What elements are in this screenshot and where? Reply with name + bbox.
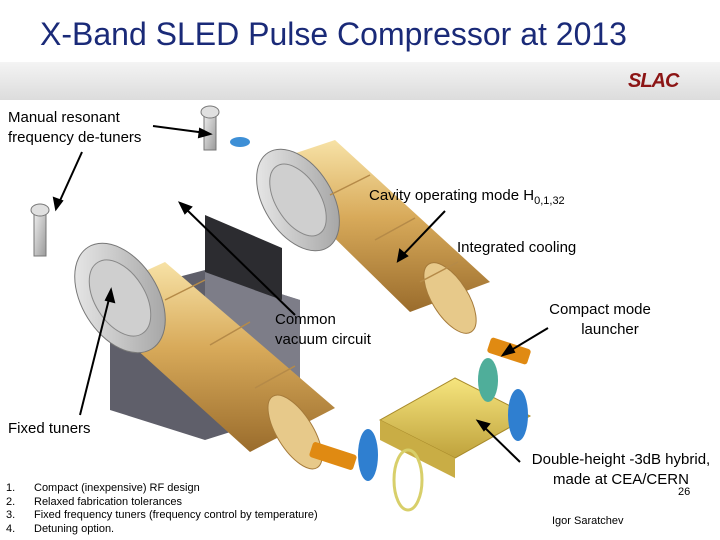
label-detuners: Manual resonant frequency de-tuners (8, 109, 142, 146)
cavity-back (256, 140, 531, 365)
cavity-front (74, 242, 357, 470)
slide-title: X-Band SLED Pulse Compressor at 2013 (40, 16, 627, 52)
page-number: 26 (678, 486, 691, 498)
note-item: 3.Fixed frequency tuners (frequency cont… (6, 509, 318, 521)
label-hybrid: Double-height -3dB hybrid, made at CEA/C… (531, 451, 711, 488)
note-item: 1.Compact (inexpensive) RF design (6, 482, 200, 494)
note-item: 2.Relaxed fabrication tolerances (6, 495, 182, 508)
callout-arrows (52, 125, 549, 463)
label-vacuum-circuit: Common vacuum circuit (275, 311, 371, 348)
slac-logo: SLAC (628, 70, 679, 92)
label-fixed-tuners: Fixed tuners (8, 420, 91, 437)
label-mode-launcher: Compact mode launcher (549, 301, 651, 338)
label-cooling: Integrated cooling (457, 239, 577, 256)
author-name: Igor Saratchev (552, 515, 624, 527)
label-cavity-mode: Cavity operating mode H0,1,32 (369, 187, 565, 207)
header-band (0, 62, 720, 100)
note-item: 4.Detuning option. (6, 522, 115, 535)
notes-list: 1.Compact (inexpensive) RF design 2.Rela… (6, 482, 318, 536)
hybrid-assembly (358, 358, 532, 512)
